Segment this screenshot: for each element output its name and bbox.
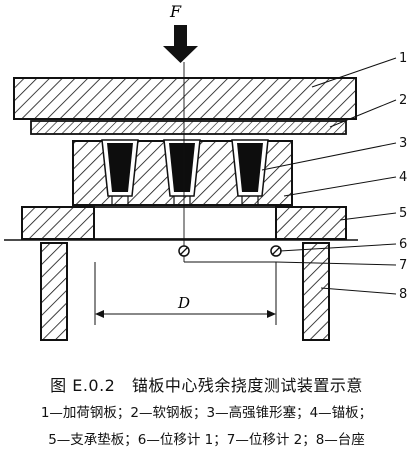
conical-plug-middle: [163, 139, 201, 205]
figure-caption-title: 图 E.0.2 锚板中心残余挠度测试装置示意: [50, 376, 363, 395]
soft-steel-plate: [30, 120, 347, 135]
force-arrow: [163, 25, 198, 63]
callout-numbers: 1 2 3 4 5 6 7 8: [399, 51, 407, 302]
loading-steel-plate: [13, 77, 357, 120]
conical-plugs: [101, 139, 269, 205]
support-pad-plate: [21, 206, 347, 240]
dimension-d: [94, 262, 277, 325]
callout-7: 7: [399, 258, 407, 273]
pedestal-leg-left: [40, 242, 68, 341]
callout-8: 8: [399, 287, 407, 302]
callout-4: 4: [399, 170, 407, 185]
callout-2: 2: [399, 93, 407, 108]
dimension-label: D: [177, 294, 190, 312]
displacement-gauge-1: [178, 245, 190, 257]
callout-3: 3: [399, 136, 407, 151]
pedestal-leg-right: [302, 242, 330, 341]
conical-plug-right: [231, 139, 269, 205]
figure-legend-line-2: 5—支承垫板；6—位移计 1；7—位移计 2；8—台座: [48, 432, 365, 448]
callout-1: 1: [399, 51, 407, 66]
callout-5: 5: [399, 206, 407, 221]
figure-legend-line-1: 1—加荷钢板；2—软钢板；3—高强锥形塞；4—锚板；: [40, 405, 373, 421]
force-label: F: [169, 2, 182, 21]
conical-plug-left: [101, 139, 139, 205]
anchor-plate-test-diagram: F: [4, 2, 407, 341]
callout-6: 6: [399, 237, 407, 252]
leader-lines: [261, 57, 397, 295]
displacement-gauge-2: [270, 245, 282, 257]
